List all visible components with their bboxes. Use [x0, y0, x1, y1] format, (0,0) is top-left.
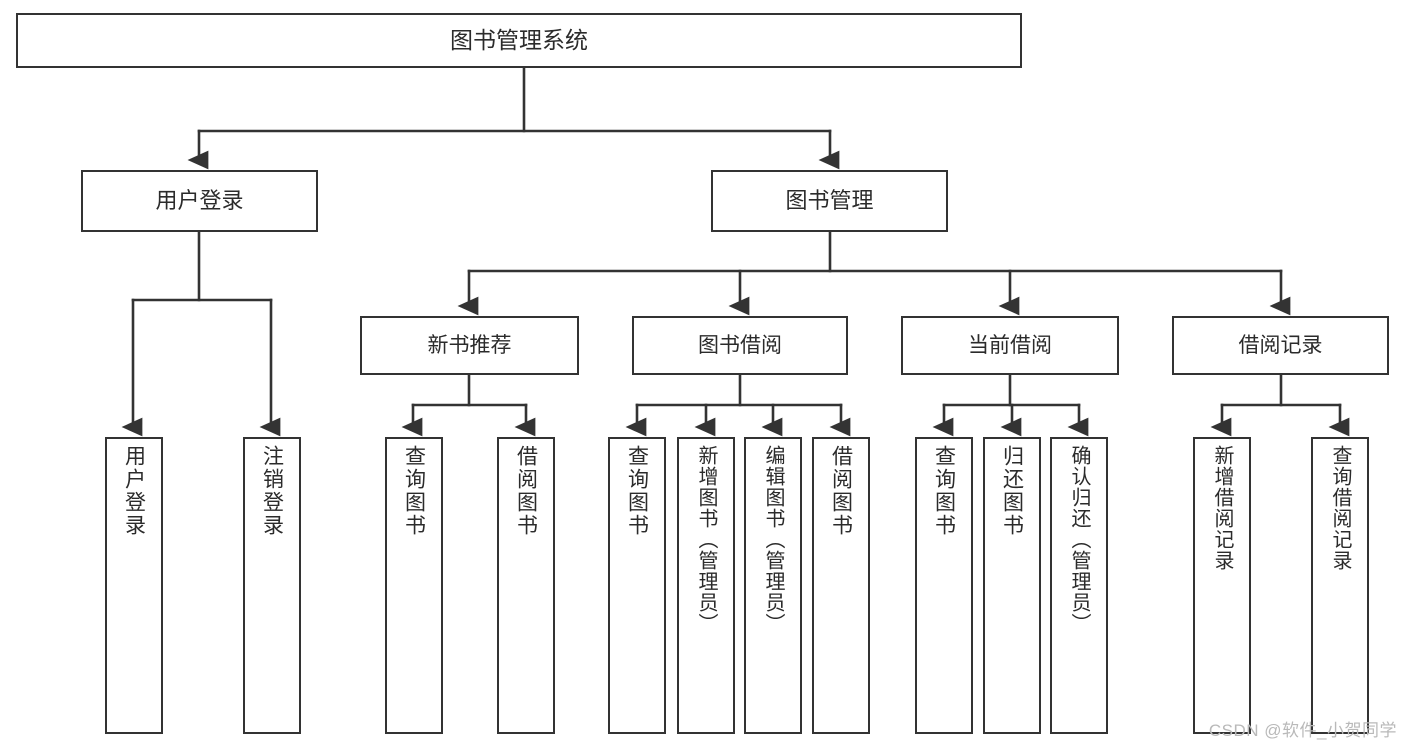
- node-borrow-book[interactable]: 借阅图书: [812, 437, 870, 734]
- node-label: 查询图书: [932, 445, 956, 537]
- node-label: 借阅记录: [1238, 333, 1323, 357]
- node-borrow-book-recommend[interactable]: 借阅图书: [497, 437, 555, 734]
- node-book-borrow[interactable]: 图书借阅: [632, 316, 848, 375]
- node-return-book[interactable]: 归还图书: [983, 437, 1041, 734]
- node-label: 归还图书: [1000, 445, 1024, 537]
- node-label: 借阅图书: [829, 445, 853, 537]
- node-label: 注销登录: [260, 445, 284, 537]
- node-user-login[interactable]: 用户登录: [81, 170, 318, 232]
- node-label: 图书管理: [785, 187, 874, 213]
- node-label: 确认归还（管理员）: [1068, 445, 1090, 634]
- node-label: 新增图书（管理员）: [695, 445, 717, 634]
- node-query-book-current-loan[interactable]: 查询图书: [915, 437, 973, 734]
- node-label: 查询图书: [402, 445, 426, 537]
- watermark-csdn: CSDN @软件_小贺同学: [1208, 721, 1397, 740]
- node-label: 新书推荐: [427, 333, 512, 357]
- node-query-book-recommend[interactable]: 查询图书: [385, 437, 443, 734]
- node-label: 编辑图书（管理员）: [762, 445, 784, 634]
- node-user-login-action[interactable]: 用户登录: [105, 437, 163, 734]
- node-label: 用户登录: [122, 445, 146, 537]
- node-query-loan-record[interactable]: 查询借阅记录: [1311, 437, 1369, 734]
- node-current-loan[interactable]: 当前借阅: [901, 316, 1119, 375]
- node-label: 图书管理系统: [450, 26, 588, 53]
- node-label: 借阅图书: [514, 445, 538, 537]
- node-root-system[interactable]: 图书管理系统: [16, 13, 1022, 68]
- node-label: 新增借阅记录: [1211, 445, 1233, 571]
- node-confirm-return-admin[interactable]: 确认归还（管理员）: [1050, 437, 1108, 734]
- node-add-book-admin[interactable]: 新增图书（管理员）: [677, 437, 735, 734]
- node-label: 图书借阅: [698, 333, 782, 357]
- node-label: 查询借阅记录: [1329, 445, 1351, 571]
- node-add-loan-record[interactable]: 新增借阅记录: [1193, 437, 1251, 734]
- node-label: 查询图书: [625, 445, 649, 537]
- node-new-book-recommend[interactable]: 新书推荐: [360, 316, 579, 375]
- node-book-manage[interactable]: 图书管理: [711, 170, 948, 232]
- node-label: 当前借阅: [968, 333, 1052, 357]
- node-label: 用户登录: [155, 187, 244, 213]
- node-query-book-borrow[interactable]: 查询图书: [608, 437, 666, 734]
- node-loan-record[interactable]: 借阅记录: [1172, 316, 1389, 375]
- node-edit-book-admin[interactable]: 编辑图书（管理员）: [744, 437, 802, 734]
- node-user-logout-action[interactable]: 注销登录: [243, 437, 301, 734]
